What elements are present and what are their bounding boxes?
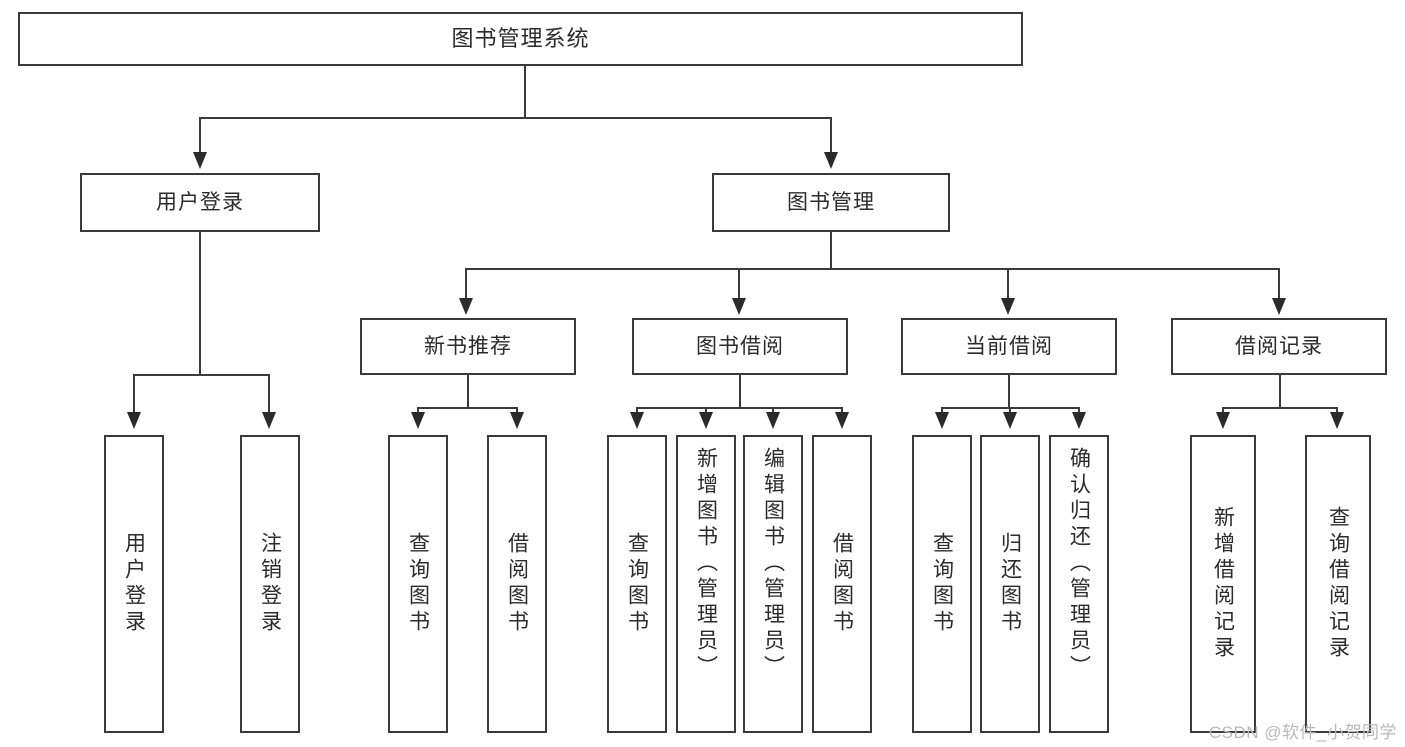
- leaf-user-login-logout[interactable]: 注销登录: [240, 435, 300, 733]
- arrow-new-book-to-leaf-2: [510, 412, 524, 429]
- arrow-book-borrow-to-leaf-2: [699, 412, 713, 429]
- node-label: 借阅记录: [1235, 334, 1323, 358]
- node-label: 用户登录: [156, 190, 244, 214]
- node-new-book-recommend[interactable]: 新书推荐: [360, 318, 576, 375]
- connector-root-to-book-mgmt: [830, 117, 832, 155]
- connector-new-book-stem: [467, 375, 469, 409]
- arrow-book-borrow-to-leaf-3: [766, 412, 780, 429]
- connector-new-book-to-leaf-2: [516, 407, 518, 414]
- arrow-current-borrow-to-leaf-3: [1072, 412, 1086, 429]
- connector-user-login-to-leaf-2: [268, 374, 270, 414]
- node-label: 图书管理系统: [451, 25, 590, 51]
- arrow-user-login-to-leaf-2: [262, 412, 276, 429]
- leaf-label: 查询图书: [930, 532, 954, 636]
- arrow-borrow-record-to-leaf-2: [1330, 412, 1344, 429]
- connector-borrow-record-bar: [1222, 407, 1337, 409]
- connector-book-borrow-stem: [739, 375, 741, 409]
- node-user-login[interactable]: 用户登录: [80, 173, 320, 232]
- node-borrow-record[interactable]: 借阅记录: [1171, 318, 1387, 375]
- connector-new-book-bar: [417, 407, 517, 409]
- connector-user-login-to-leaf-1: [133, 374, 135, 414]
- connector-book-borrow-bar: [636, 407, 842, 409]
- leaf-label: 编辑图书（管理员）: [761, 447, 785, 681]
- connector-borrow-record-stem: [1279, 375, 1281, 409]
- connector-book-mgmt-to-borrow: [738, 268, 740, 300]
- connector-book-mgmt-to-record: [1278, 268, 1280, 300]
- leaf-label: 用户登录: [122, 532, 146, 636]
- arrow-book-borrow-to-leaf-4: [835, 412, 849, 429]
- leaf-label: 新增借阅记录: [1211, 506, 1235, 662]
- connector-book-mgmt-stem: [830, 232, 832, 270]
- leaf-current-borrow-confirm-admin[interactable]: 确认归还（管理员）: [1049, 435, 1109, 733]
- node-label: 图书管理: [787, 190, 875, 214]
- leaf-current-borrow-query[interactable]: 查询图书: [912, 435, 972, 733]
- leaf-label: 查询图书: [406, 532, 430, 636]
- connector-current-borrow-to-leaf-2: [1009, 407, 1011, 414]
- connector-root-stem: [524, 66, 526, 118]
- leaf-label: 借阅图书: [505, 532, 529, 636]
- connector-book-mgmt-to-current: [1007, 268, 1009, 300]
- leaf-label: 查询借阅记录: [1326, 506, 1350, 662]
- connector-book-borrow-to-leaf-1: [636, 407, 638, 414]
- leaf-label: 归还图书: [998, 532, 1022, 636]
- connector-book-borrow-to-leaf-2: [705, 407, 707, 414]
- connector-new-book-to-leaf-1: [417, 407, 419, 414]
- leaf-book-borrow-add-admin[interactable]: 新增图书（管理员）: [676, 435, 736, 733]
- connector-root-bar: [199, 117, 831, 119]
- node-label: 当前借阅: [965, 334, 1053, 358]
- leaf-borrow-record-add[interactable]: 新增借阅记录: [1190, 435, 1256, 733]
- connector-user-login-stem: [199, 232, 201, 376]
- leaf-new-book-borrow[interactable]: 借阅图书: [487, 435, 547, 733]
- connector-book-mgmt-to-new-book: [465, 268, 467, 300]
- node-book-management[interactable]: 图书管理: [712, 173, 950, 232]
- arrow-root-to-book-mgmt: [824, 152, 838, 169]
- connector-book-borrow-to-leaf-3: [772, 407, 774, 414]
- leaf-label: 注销登录: [258, 532, 282, 636]
- node-current-borrow[interactable]: 当前借阅: [901, 318, 1117, 375]
- connector-book-borrow-to-leaf-4: [841, 407, 843, 414]
- arrow-current-borrow-to-leaf-1: [935, 412, 949, 429]
- leaf-current-borrow-return[interactable]: 归还图书: [980, 435, 1040, 733]
- leaf-book-borrow-query[interactable]: 查询图书: [607, 435, 667, 733]
- node-label: 图书借阅: [696, 334, 784, 358]
- node-root-system[interactable]: 图书管理系统: [18, 12, 1023, 66]
- connector-root-to-user-login: [199, 117, 201, 155]
- connector-borrow-record-to-leaf-1: [1222, 407, 1224, 414]
- arrow-borrow-record-to-leaf-1: [1216, 412, 1230, 429]
- arrow-user-login-to-leaf-1: [127, 412, 141, 429]
- arrow-book-borrow-to-leaf-1: [630, 412, 644, 429]
- leaf-new-book-query[interactable]: 查询图书: [388, 435, 448, 733]
- arrow-book-mgmt-to-record: [1272, 298, 1286, 315]
- leaf-borrow-record-query[interactable]: 查询借阅记录: [1305, 435, 1371, 733]
- arrow-book-mgmt-to-new-book: [459, 298, 473, 315]
- connector-borrow-record-to-leaf-2: [1336, 407, 1338, 414]
- leaf-book-borrow-borrow[interactable]: 借阅图书: [812, 435, 872, 733]
- connector-current-borrow-to-leaf-3: [1078, 407, 1080, 414]
- connector-current-borrow-stem: [1008, 375, 1010, 409]
- node-label: 新书推荐: [424, 334, 512, 358]
- leaf-user-login-login[interactable]: 用户登录: [104, 435, 164, 733]
- connector-current-borrow-to-leaf-1: [941, 407, 943, 414]
- leaf-book-borrow-edit-admin[interactable]: 编辑图书（管理员）: [743, 435, 803, 733]
- arrow-root-to-user-login: [193, 152, 207, 169]
- leaf-label: 借阅图书: [830, 532, 854, 636]
- arrow-current-borrow-to-leaf-2: [1003, 412, 1017, 429]
- leaf-label: 查询图书: [625, 532, 649, 636]
- arrow-new-book-to-leaf-1: [411, 412, 425, 429]
- leaf-label: 确认归还（管理员）: [1067, 447, 1091, 681]
- node-book-borrow[interactable]: 图书借阅: [632, 318, 848, 375]
- leaf-label: 新增图书（管理员）: [694, 447, 718, 681]
- arrow-book-mgmt-to-current: [1001, 298, 1015, 315]
- connector-user-login-bar: [133, 374, 268, 376]
- connector-book-mgmt-bar: [465, 268, 1280, 270]
- arrow-book-mgmt-to-borrow: [732, 298, 746, 315]
